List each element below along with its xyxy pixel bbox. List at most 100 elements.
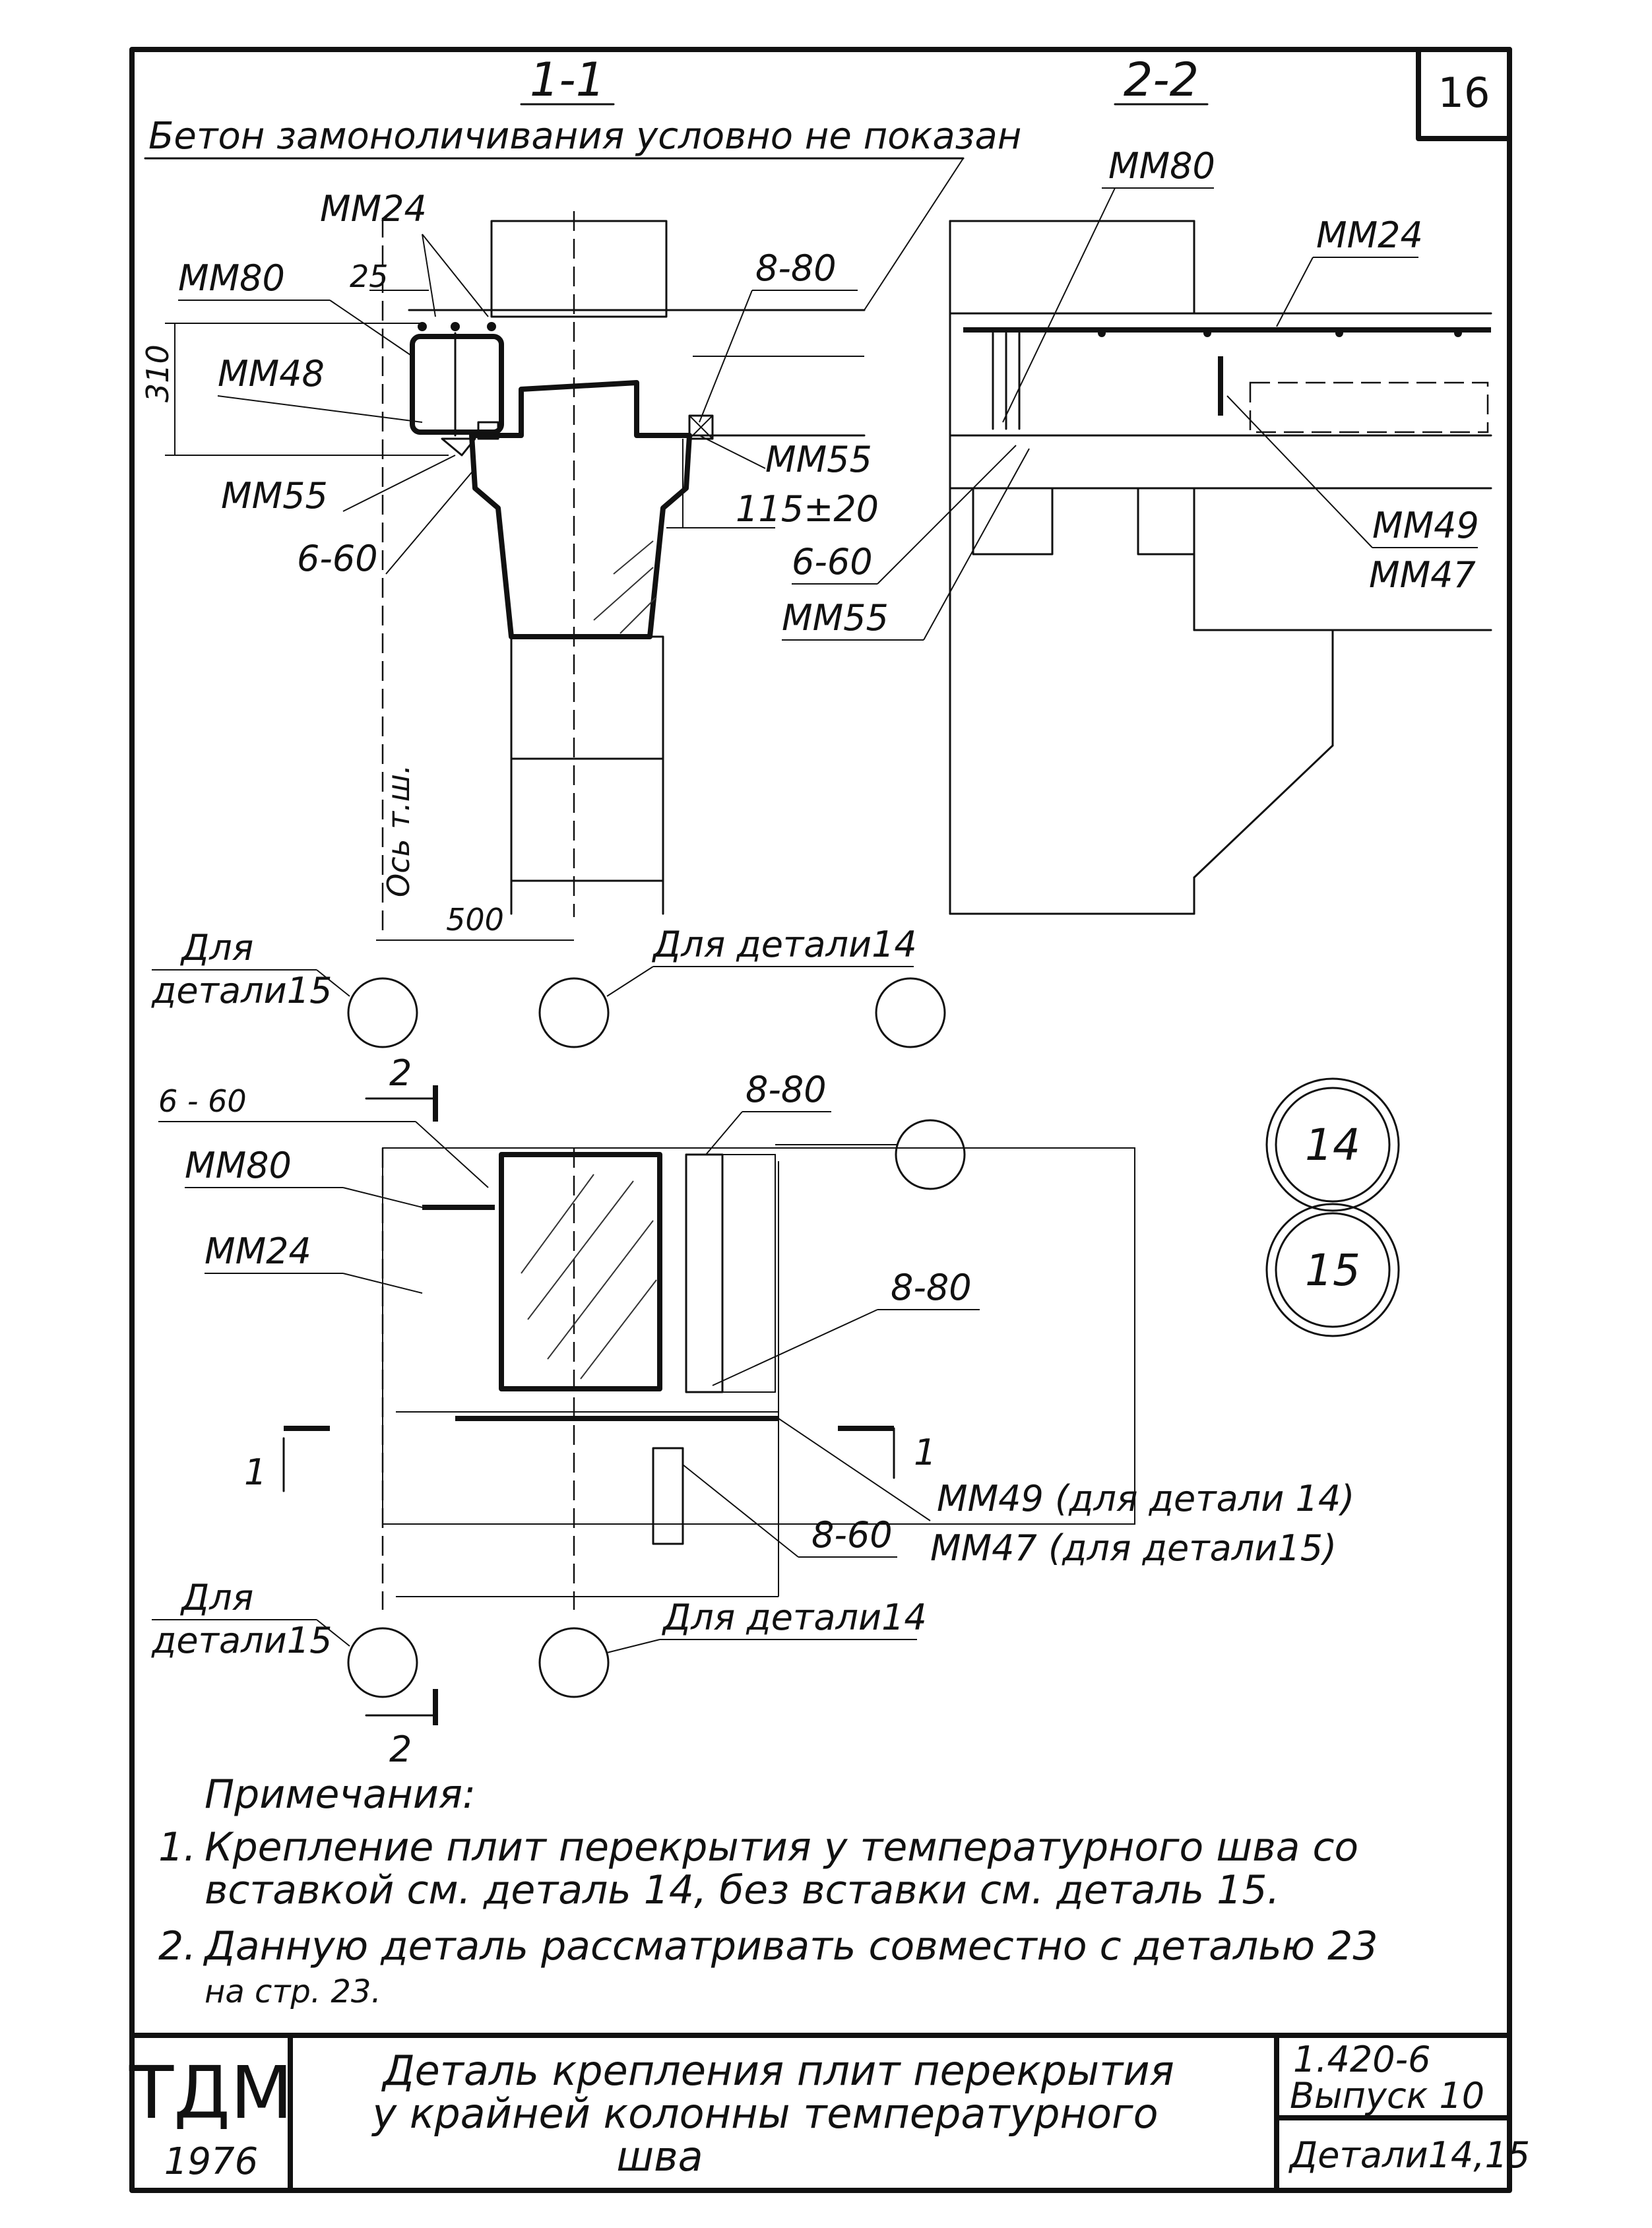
sheet-frame	[129, 47, 1512, 2193]
plan-column	[499, 1152, 662, 1391]
tb-title-1: Деталь крепления плит перекрытия	[381, 2047, 1174, 2095]
for-detail-14: Для детали14	[652, 924, 917, 965]
cut-1-right-label: 1	[914, 1432, 936, 1473]
rebar-dot	[487, 322, 496, 331]
for-detail-15-l2: детали15	[151, 970, 332, 1011]
leader-mm55-right	[699, 435, 766, 469]
plan-label-mm24: ММ24	[205, 1230, 311, 1272]
note-2-line2: на стр. 23.	[205, 1973, 381, 2010]
leader-mm48	[217, 395, 423, 423]
column-hatch	[593, 540, 657, 634]
page-number-box	[1416, 47, 1512, 141]
label-mm80: ММ80	[178, 257, 285, 299]
label-8-80: 8-80	[755, 247, 837, 289]
column-shaft-2	[510, 757, 664, 882]
note-2-num: 2.	[158, 1923, 196, 1969]
label-mm24: ММ24	[320, 188, 427, 230]
rebar-dot	[451, 322, 460, 331]
plan-leader-15	[316, 1619, 350, 1647]
tb-title-3: шва	[616, 2132, 703, 2180]
section-1-1: 1-1 Бетон замоноличивания условно не пок…	[140, 53, 1021, 1048]
detail-marker-15-text: 15	[1305, 1245, 1360, 1296]
axis-circle-right	[875, 977, 946, 1048]
plan-leader-880-top	[705, 1111, 743, 1155]
label-6-60-right: 6-60	[792, 541, 873, 583]
page-number: 16	[1438, 69, 1490, 117]
plan-label-8-60: 8-60	[811, 1514, 893, 1556]
weld-pad-left	[477, 421, 499, 440]
sec2-label-mm47: ММ47	[1369, 554, 1476, 596]
leader-660-left	[385, 468, 476, 575]
detail-marker-15: 15	[1265, 1203, 1400, 1337]
sec2-block-1	[972, 487, 1054, 556]
leader-for-14	[606, 966, 654, 997]
note-1-line2: вставкой см. деталь 14, без вставки см. …	[205, 1867, 1280, 1913]
plan-leader-880-mid	[712, 1309, 878, 1386]
dim-310: 310	[140, 344, 175, 402]
plan-label-8-80-top: 8-80	[746, 1069, 827, 1110]
sec2-block-2	[1137, 487, 1195, 556]
axis-label: Ось т.ш.	[381, 765, 416, 897]
axis-circle-mid	[538, 977, 610, 1048]
tb-issue: Выпуск 10	[1290, 2075, 1484, 2117]
plan-leader-mm49	[778, 1418, 931, 1521]
label-mm55-left: ММ55	[221, 475, 328, 517]
rebar-dot	[1098, 329, 1106, 337]
section-2-title: 2-2	[1124, 53, 1199, 107]
rebar-dot	[1203, 329, 1211, 337]
leader-for-15	[316, 969, 350, 997]
leader-mm55-left	[342, 455, 456, 512]
plan-column-hatch	[521, 1174, 657, 1380]
sec2-label-mm80: ММ80	[1108, 145, 1215, 187]
rebar-dot	[1335, 329, 1343, 337]
note-1-num: 1.	[158, 1824, 196, 1870]
plan-label-mm47: ММ47 (для детали15)	[930, 1527, 1337, 1569]
support-plate	[441, 437, 476, 457]
leader-660-right	[877, 445, 1017, 585]
note-2-line1: Данную деталь рассматривать совместно с …	[203, 1923, 1378, 1969]
tb-series: 1.420-6	[1293, 2039, 1430, 2080]
sec2-leader-mm55	[923, 448, 1030, 641]
sec2-console-slope	[1193, 744, 1334, 879]
leader-880	[699, 290, 753, 423]
sec2-dashed-insert	[1249, 381, 1489, 433]
plan-axis-circle-right	[895, 1119, 966, 1190]
sec2-leader-mm49	[1226, 395, 1373, 548]
leader-mm80	[329, 300, 413, 357]
plan-for-15-l2: детали15	[151, 1620, 332, 1661]
plan-leader-860	[682, 1464, 799, 1558]
plan-label-6-60: 6 - 60	[158, 1083, 247, 1119]
detail-marker-14-text: 14	[1305, 1120, 1360, 1170]
plan-mm47	[652, 1447, 684, 1545]
sec2-label-mm55: ММ55	[782, 597, 889, 639]
plan-slab-end	[722, 1154, 776, 1393]
plan-for-14: Для детали14	[662, 1597, 927, 1638]
embedded-part-mm80	[410, 334, 504, 435]
note-1-line1: Крепление плит перекрытия у температурно…	[205, 1824, 1358, 1870]
column-upper	[490, 220, 668, 318]
sec2-leader-mm80	[1002, 187, 1116, 423]
plan-label-mm80: ММ80	[185, 1145, 292, 1186]
column-shaft-1	[510, 635, 664, 760]
detail-marker-14: 14	[1265, 1077, 1400, 1212]
sec2-leader-mm24	[1276, 257, 1314, 327]
tb-year: 1976	[164, 2140, 259, 2183]
for-detail-15-l1: Для	[180, 927, 253, 969]
cut-2-bottom-label: 2	[389, 1729, 412, 1770]
plan-label-8-80-mid: 8-80	[891, 1267, 972, 1308]
weld-pad-right	[688, 414, 714, 440]
sec2-label-mm24: ММ24	[1316, 214, 1423, 256]
plan-outline	[382, 1147, 1135, 1525]
plan-leader-14	[606, 1639, 660, 1653]
tb-logo: ТДМ	[129, 2051, 293, 2135]
subtitle-leader	[864, 158, 964, 311]
plan-label-mm49: ММ49 (для детали 14)	[937, 1478, 1354, 1519]
sec2-label-mm49: ММ49	[1372, 505, 1479, 546]
plan-axis-circle-left	[347, 1627, 418, 1698]
label-6-60-left: 6-60	[297, 538, 378, 579]
rebar-dot	[1454, 329, 1462, 337]
notes-heading: Примечания:	[205, 1771, 476, 1818]
cut-1-left-label: 1	[244, 1451, 267, 1493]
plan-axis-circle-mid	[538, 1627, 610, 1698]
